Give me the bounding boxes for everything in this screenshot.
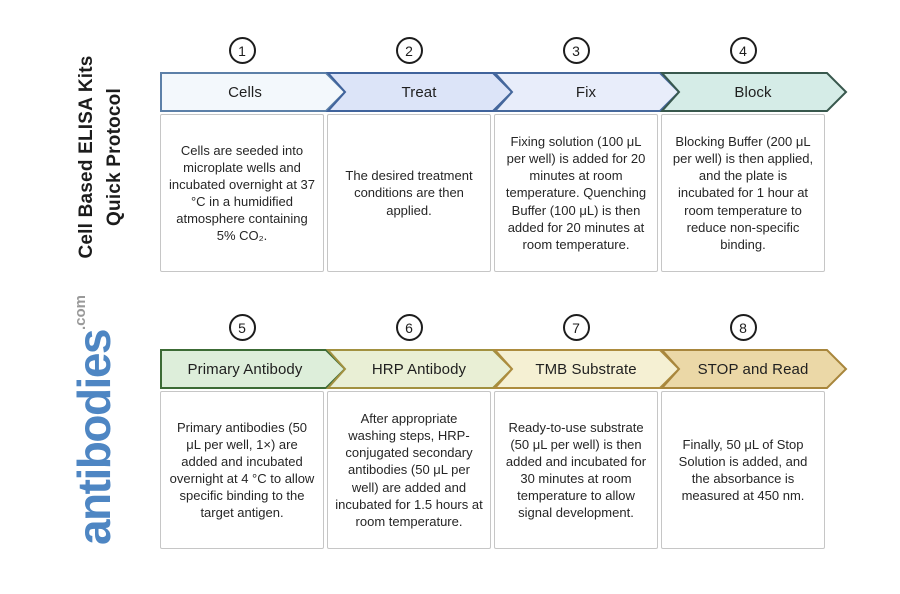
step-number: 3 bbox=[572, 42, 580, 59]
step-description: After appropriate washing steps, HRP-con… bbox=[327, 391, 491, 549]
step-description: Cells are seeded into microplate wells a… bbox=[160, 114, 324, 272]
step-header-arrow: Primary Antibody bbox=[160, 349, 347, 389]
step-number: 4 bbox=[739, 42, 747, 59]
step-4-block: 4 Block Blocking Buffer (200 μL per well… bbox=[659, 37, 848, 272]
step-description-text: Fixing solution (100 μL per well) is add… bbox=[505, 133, 647, 252]
step-header-arrow: Treat bbox=[325, 72, 514, 112]
step-description: Primary antibodies (50 μL per well, 1×) … bbox=[160, 391, 324, 549]
arrow-shape bbox=[160, 349, 347, 389]
step-number-badge: 5 bbox=[228, 314, 256, 341]
step-number: 7 bbox=[572, 319, 580, 336]
step-description: The desired treatment conditions are the… bbox=[327, 114, 491, 272]
step-3-fix: 3 Fix Fixing solution (100 μL per well) … bbox=[492, 37, 681, 272]
brand-logo: antibodies.com bbox=[67, 265, 123, 575]
arrow-polygon bbox=[160, 72, 347, 112]
arrow-shape bbox=[659, 349, 848, 389]
arrow-shape bbox=[160, 72, 347, 112]
brand-logo-text: antibodies bbox=[68, 330, 120, 546]
brand-logo-suffix: .com bbox=[72, 294, 89, 330]
step-5-primary-antibody: 5 Primary Antibody Primary antibodies (5… bbox=[160, 314, 347, 549]
step-number-badge: 2 bbox=[395, 37, 423, 64]
arrow-polygon bbox=[492, 349, 681, 389]
step-number-badge: 6 bbox=[395, 314, 423, 341]
arrow-polygon bbox=[325, 349, 514, 389]
step-header-arrow: Cells bbox=[160, 72, 347, 112]
step-number-badge: 1 bbox=[228, 37, 256, 64]
protocol-row-1: 1 Cells Cells are seeded into microplate… bbox=[160, 37, 848, 272]
step-header-arrow: STOP and Read bbox=[659, 349, 848, 389]
step-number: 8 bbox=[739, 319, 747, 336]
step-number-badge: 8 bbox=[729, 314, 757, 341]
page-title-line2: Quick Protocol bbox=[103, 88, 125, 226]
step-description: Finally, 50 μL of Stop Solution is added… bbox=[661, 391, 825, 549]
step-description-text: Primary antibodies (50 μL per well, 1×) … bbox=[169, 419, 315, 521]
step-header-arrow: Block bbox=[659, 72, 848, 112]
arrow-shape bbox=[659, 72, 848, 112]
step-number: 2 bbox=[405, 42, 413, 59]
arrow-polygon bbox=[325, 72, 514, 112]
arrow-shape bbox=[325, 349, 514, 389]
step-1-cells: 1 Cells Cells are seeded into microplate… bbox=[160, 37, 347, 272]
step-number-badge: 3 bbox=[562, 37, 590, 64]
step-number: 5 bbox=[238, 319, 246, 336]
step-6-hrp-antibody: 6 HRP Antibody After appropriate washing… bbox=[325, 314, 514, 549]
step-description-text: Ready-to-use substrate (50 μL per well) … bbox=[505, 419, 647, 521]
step-description-text: Cells are seeded into microplate wells a… bbox=[169, 142, 315, 244]
step-number: 6 bbox=[405, 319, 413, 336]
step-2-treat: 2 Treat The desired treatment conditions… bbox=[325, 37, 514, 272]
step-description: Blocking Buffer (200 μL per well) is the… bbox=[661, 114, 825, 272]
step-8-stop-and-read: 8 STOP and Read Finally, 50 μL of Stop S… bbox=[659, 314, 848, 549]
arrow-shape bbox=[492, 349, 681, 389]
step-description-text: Finally, 50 μL of Stop Solution is added… bbox=[678, 436, 808, 504]
step-header-arrow: HRP Antibody bbox=[325, 349, 514, 389]
arrow-polygon bbox=[659, 349, 848, 389]
step-number-badge: 4 bbox=[729, 37, 757, 64]
step-description-text: Blocking Buffer (200 μL per well) is the… bbox=[672, 133, 814, 252]
step-number-badge: 7 bbox=[562, 314, 590, 341]
step-number: 1 bbox=[238, 42, 246, 59]
page-title: Cell Based ELISA Kits Quick Protocol bbox=[73, 32, 129, 282]
step-header-arrow: TMB Substrate bbox=[492, 349, 681, 389]
step-header-arrow: Fix bbox=[492, 72, 681, 112]
arrow-polygon bbox=[160, 349, 347, 389]
arrow-polygon bbox=[492, 72, 681, 112]
step-7-tmb-substrate: 7 TMB Substrate Ready-to-use substrate (… bbox=[492, 314, 681, 549]
step-description: Ready-to-use substrate (50 μL per well) … bbox=[494, 391, 658, 549]
arrow-shape bbox=[325, 72, 514, 112]
step-description-text: After appropriate washing steps, HRP-con… bbox=[335, 410, 483, 529]
arrow-shape bbox=[492, 72, 681, 112]
step-description-text: The desired treatment conditions are the… bbox=[345, 168, 473, 218]
page-title-line1: Cell Based ELISA Kits bbox=[76, 55, 97, 259]
protocol-row-2: 5 Primary Antibody Primary antibodies (5… bbox=[160, 314, 848, 549]
arrow-polygon bbox=[659, 72, 848, 112]
step-description: Fixing solution (100 μL per well) is add… bbox=[494, 114, 658, 272]
